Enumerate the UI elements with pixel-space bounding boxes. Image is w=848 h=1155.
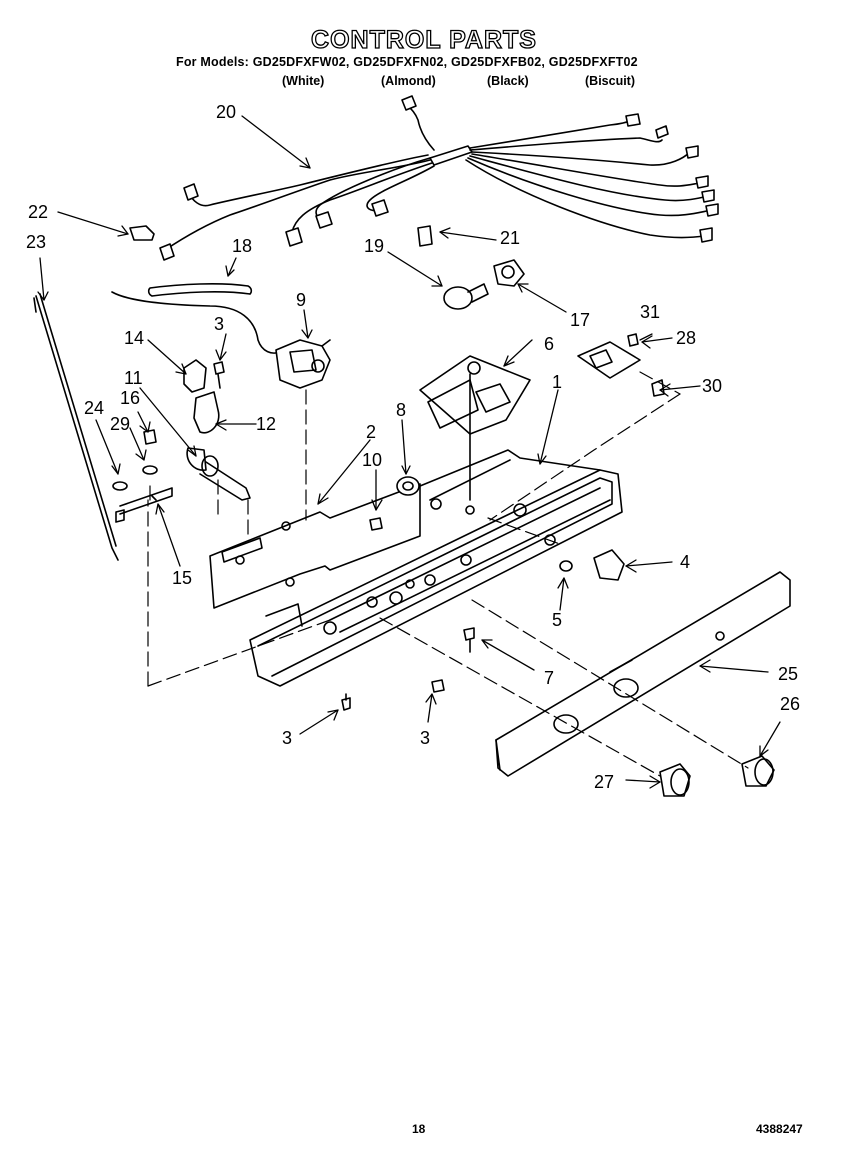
tube-part bbox=[147, 283, 253, 297]
callout-3: 3 bbox=[420, 728, 430, 748]
connector-part bbox=[417, 225, 433, 247]
callout-28: 28 bbox=[676, 328, 696, 348]
callout-8: 8 bbox=[396, 400, 406, 420]
screw-part bbox=[369, 517, 383, 531]
callout-18: 18 bbox=[232, 236, 252, 256]
lamp-socket-part bbox=[493, 259, 525, 287]
callout-30: 30 bbox=[702, 376, 722, 396]
callout-19: 19 bbox=[364, 236, 384, 256]
callout-7: 7 bbox=[544, 668, 554, 688]
callout-22: 22 bbox=[28, 202, 48, 222]
callout-24: 24 bbox=[84, 398, 104, 418]
callout-5: 5 bbox=[552, 610, 562, 630]
callout-3: 3 bbox=[282, 728, 292, 748]
callout-6: 6 bbox=[544, 334, 554, 354]
button-part bbox=[559, 560, 573, 572]
callout-15: 15 bbox=[172, 568, 192, 588]
color-white: (White) bbox=[282, 74, 325, 88]
wire-harness bbox=[159, 95, 719, 261]
control-board-part bbox=[419, 355, 531, 501]
sensor-board-part bbox=[577, 333, 665, 397]
callout-17: 17 bbox=[570, 310, 590, 330]
page-title: CONTROL PARTS bbox=[310, 25, 537, 54]
callout-1: 1 bbox=[552, 372, 562, 392]
callout-9: 9 bbox=[296, 290, 306, 310]
callout-3: 3 bbox=[214, 314, 224, 334]
spring-clip-part bbox=[193, 391, 220, 434]
callout-26: 26 bbox=[780, 694, 800, 714]
callout-11: 11 bbox=[124, 368, 143, 388]
bracket-part bbox=[183, 359, 207, 393]
callout-27: 27 bbox=[594, 772, 614, 792]
grommet-part bbox=[396, 476, 420, 496]
switch-part bbox=[593, 549, 625, 581]
callout-10: 10 bbox=[362, 450, 382, 470]
callout-16: 16 bbox=[120, 388, 140, 408]
models-line: For Models: GD25DFXFW02, GD25DFXFN02, GD… bbox=[176, 55, 638, 69]
callout-12: 12 bbox=[256, 414, 276, 434]
light-bulb-part bbox=[443, 283, 489, 310]
thermostat-part bbox=[111, 291, 331, 389]
control-panel-part bbox=[495, 571, 791, 777]
screw-part bbox=[463, 627, 475, 653]
clip-part bbox=[129, 225, 155, 241]
washer-stack-part bbox=[112, 429, 173, 523]
callout-31: 31 bbox=[640, 302, 660, 322]
document-number: 4388247 bbox=[756, 1122, 803, 1136]
callout-2: 2 bbox=[366, 422, 376, 442]
color-biscuit: (Biscuit) bbox=[585, 74, 635, 88]
callout-14: 14 bbox=[124, 328, 144, 348]
color-almond: (Almond) bbox=[381, 74, 436, 88]
screw-part bbox=[213, 361, 225, 389]
screw-part bbox=[341, 679, 445, 711]
callout-25: 25 bbox=[778, 664, 798, 684]
callout-29: 29 bbox=[110, 414, 130, 434]
color-black: (Black) bbox=[487, 74, 529, 88]
page-number: 18 bbox=[412, 1122, 426, 1136]
callout-23: 23 bbox=[26, 232, 46, 252]
control-housing-part bbox=[249, 449, 623, 687]
callout-20: 20 bbox=[216, 102, 236, 122]
rod-part bbox=[33, 293, 119, 561]
knob-part bbox=[741, 755, 775, 787]
callout-4: 4 bbox=[680, 552, 690, 572]
callout-21: 21 bbox=[500, 228, 520, 248]
mounting-plate-part bbox=[209, 483, 421, 609]
knob-part bbox=[659, 763, 691, 797]
